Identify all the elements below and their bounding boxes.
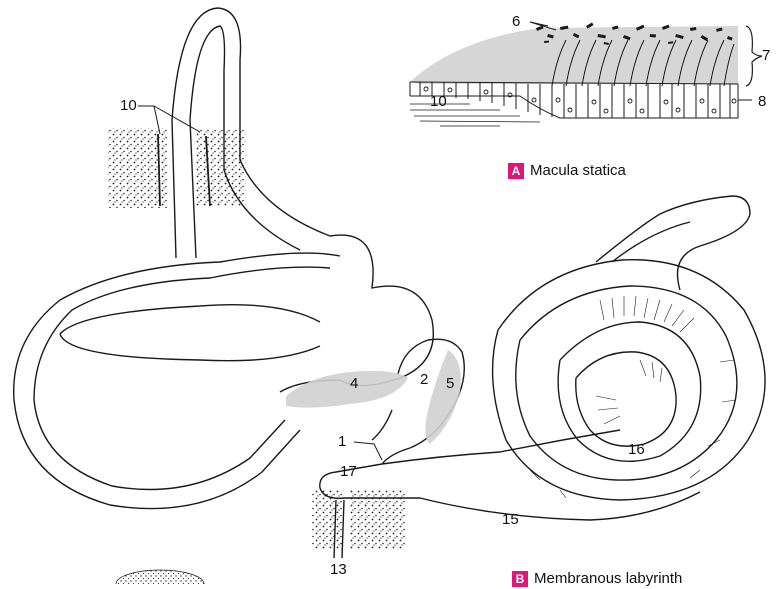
labyrinth-outline	[14, 8, 765, 558]
label-5: 5	[446, 376, 454, 391]
bone-stipple-upper-right	[196, 130, 246, 206]
label-4: 4	[350, 376, 358, 391]
panel-b-badge: B	[512, 571, 528, 587]
label-16: 16	[628, 442, 645, 457]
bone-stipple-lower-left	[312, 490, 342, 550]
bone-stipple-lower-right	[350, 490, 406, 550]
macula-statica-drawing	[410, 22, 762, 126]
label-2: 2	[420, 372, 428, 387]
label-8: 8	[758, 94, 766, 109]
macula-utriculi-shading	[286, 371, 408, 408]
label-7: 7	[762, 48, 770, 63]
label-17: 17	[340, 464, 357, 479]
label-10-duct: 10	[120, 98, 137, 113]
inset-organ-stipple	[116, 570, 204, 584]
label-1: 1	[338, 434, 346, 449]
panel-a-title: Macula statica	[530, 162, 626, 179]
panel-b-title: Membranous labyrinth	[534, 570, 682, 587]
caption-panel-a: A Macula statica	[508, 162, 626, 179]
sensory-epithelium	[410, 82, 738, 118]
label-10-macula: 10	[430, 94, 447, 109]
caption-panel-b: B Membranous labyrinth	[512, 570, 682, 587]
bracket-7	[746, 26, 762, 86]
label-6: 6	[512, 14, 520, 29]
label-13: 13	[330, 562, 347, 577]
cell-nuclei	[424, 87, 736, 113]
panel-a-badge: A	[508, 163, 524, 179]
macula-sacculi-shading	[425, 350, 460, 444]
label-15: 15	[502, 512, 519, 527]
cochlea-hatching	[530, 296, 736, 498]
callout-leaders	[138, 106, 382, 460]
